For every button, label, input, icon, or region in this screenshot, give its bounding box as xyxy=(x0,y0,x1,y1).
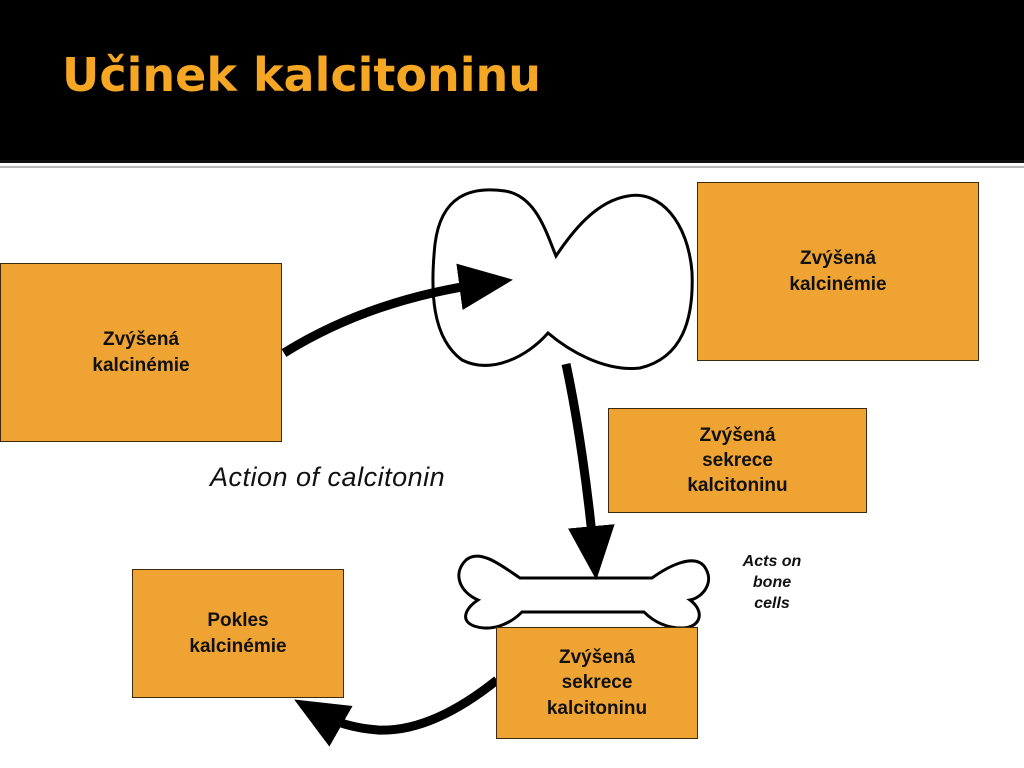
box-line: Pokles xyxy=(207,610,269,632)
box-line: kalcinémie xyxy=(92,354,190,376)
title-bar: Učinek kalcitoninu xyxy=(0,0,1024,160)
box-line: Zvýšená xyxy=(799,248,877,270)
box-increased-calcemia-left: Zvýšená kalcinémie xyxy=(0,263,282,442)
box-decreased-calcemia: Pokles kalcinémie xyxy=(132,569,344,698)
bone-note-line: cells xyxy=(754,594,790,612)
box-line: Zvýšená xyxy=(558,647,636,669)
arrow-to-thyroid xyxy=(281,263,513,357)
box-line: sekrece xyxy=(561,672,633,694)
diagram-caption: Action of calcitonin xyxy=(210,462,446,492)
box-line: Zvýšená xyxy=(102,329,180,351)
box-increased-calcitonin-secretion-bottom: Zvýšená sekrece kalcitoninu xyxy=(496,627,698,739)
header-rule-dark xyxy=(0,160,1024,163)
box-line: kalcitoninu xyxy=(546,697,648,719)
box-line: sekrece xyxy=(702,449,773,471)
box-line: kalcitoninu xyxy=(687,475,788,497)
box-line: kalcinémie xyxy=(789,273,887,295)
slide-title: Učinek kalcitoninu xyxy=(62,48,541,102)
bone-note: Acts on bone cells xyxy=(718,552,826,614)
bone-outline xyxy=(457,554,711,630)
arrow-thyroid-to-bone xyxy=(561,363,615,581)
bone-note-line: bone xyxy=(752,573,792,591)
box-line: kalcinémie xyxy=(189,635,287,657)
box-increased-calcemia-right: Zvýšená kalcinémie xyxy=(697,182,979,361)
thyroid-gland-outline xyxy=(431,188,694,370)
header-rule-light xyxy=(0,166,1024,168)
bone-note-line: Acts on xyxy=(742,553,802,570)
box-line: Zvýšená xyxy=(699,424,776,446)
box-increased-calcitonin-secretion-right: Zvýšená sekrece kalcitoninu xyxy=(608,408,867,513)
arrow-bone-to-result xyxy=(294,676,500,747)
